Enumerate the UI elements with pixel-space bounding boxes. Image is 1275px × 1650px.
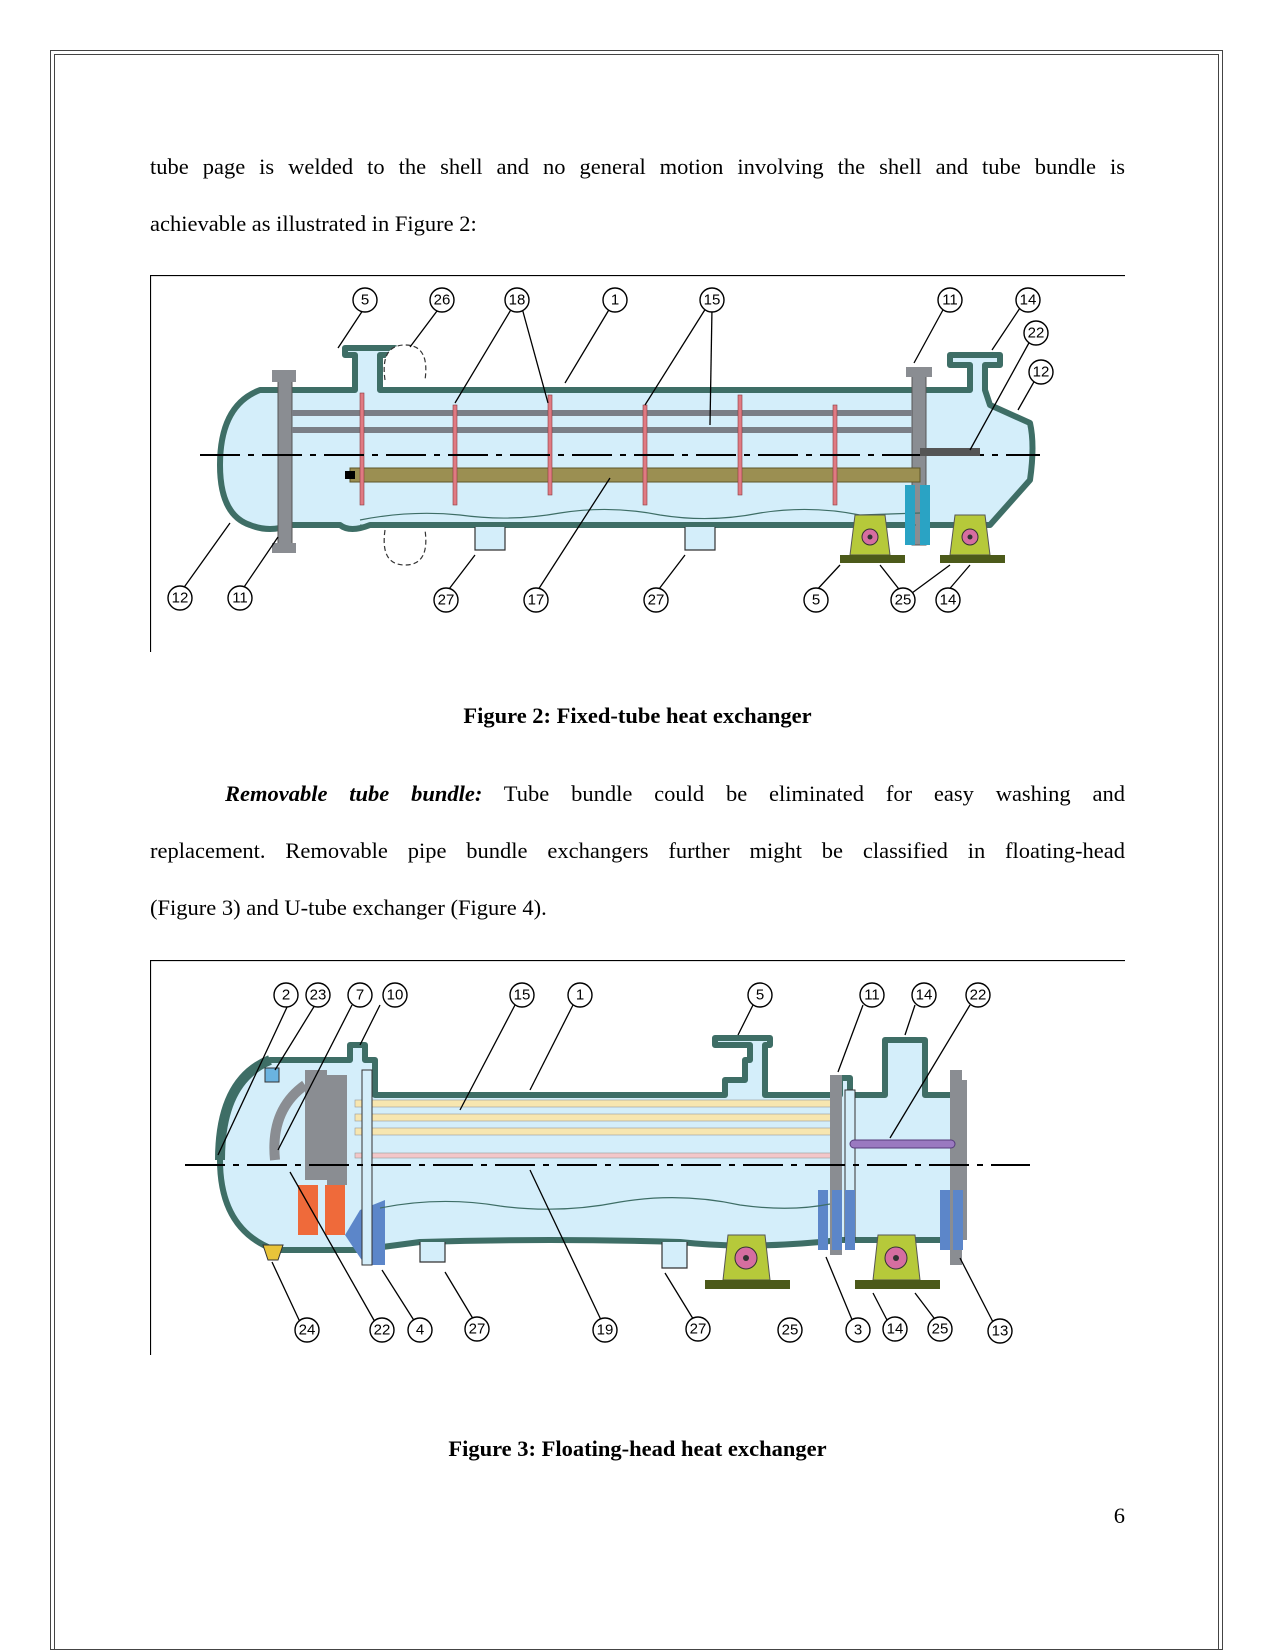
svg-text:13: 13: [992, 1323, 1009, 1340]
svg-text:7: 7: [356, 987, 364, 1004]
paragraph-fixed-tube: tube page is welded to the shell and no …: [150, 138, 1125, 252]
callout-13-bottom: 13: [987, 1318, 1013, 1344]
svg-text:25: 25: [932, 1321, 949, 1338]
callout-17-bottom: 17: [523, 587, 549, 613]
callout-4-bottom: 4: [407, 1317, 433, 1343]
callout-1: 1: [567, 982, 593, 1008]
svg-text:25: 25: [782, 1322, 799, 1339]
callout-18: 18: [504, 287, 530, 313]
callout-19-bottom: 19: [592, 1317, 618, 1343]
svg-text:14: 14: [887, 1321, 904, 1338]
callout-5: 5: [352, 287, 378, 313]
svg-text:17: 17: [528, 592, 545, 609]
svg-text:10: 10: [387, 987, 404, 1004]
svg-text:3: 3: [854, 1322, 862, 1339]
paragraph-line-text: Tube bundle could be eliminated for easy…: [482, 781, 1125, 806]
svg-text:12: 12: [1033, 364, 1050, 381]
paragraph-removable-tube-bundle: Removable tube bundle: Tube bundle could…: [150, 765, 1125, 936]
callout-11-bottom: 11: [227, 585, 253, 611]
svg-text:15: 15: [704, 292, 721, 309]
svg-text:11: 11: [232, 590, 248, 607]
svg-text:27: 27: [438, 592, 455, 609]
callout-10: 10: [382, 982, 408, 1008]
callout-5-bottom: 5: [803, 587, 829, 613]
paragraph-line: achievable as illustrated in Figure 2:: [150, 211, 477, 236]
callout-11: 11: [859, 982, 885, 1008]
callout-7: 7: [347, 982, 373, 1008]
callout-26: 26: [429, 287, 455, 313]
svg-text:12: 12: [172, 590, 189, 607]
svg-text:22: 22: [374, 1322, 391, 1339]
callout-24-bottom: 24: [294, 1317, 320, 1343]
paragraph-line: replacement. Removable pipe bundle excha…: [150, 838, 1125, 863]
svg-text:4: 4: [416, 1322, 424, 1339]
svg-text:26: 26: [434, 292, 451, 309]
svg-text:5: 5: [812, 592, 820, 609]
callout-22-bottom: 22: [369, 1317, 395, 1343]
paragraph-line: Removable tube bundle: Tube bundle could…: [150, 765, 1125, 822]
callout-14-bottom: 14: [882, 1316, 908, 1342]
callout-14: 14: [911, 982, 937, 1008]
callout-27-bottom: 27: [643, 587, 669, 613]
callout-27-bottom: 27: [685, 1316, 711, 1342]
svg-text:25: 25: [895, 592, 912, 609]
callout-14: 14: [1015, 287, 1041, 313]
svg-text:15: 15: [514, 987, 531, 1004]
callout-5: 5: [747, 982, 773, 1008]
callout-2: 2: [273, 982, 299, 1008]
svg-text:14: 14: [940, 592, 957, 609]
svg-text:1: 1: [576, 987, 584, 1004]
svg-text:22: 22: [970, 987, 987, 1004]
svg-text:27: 27: [648, 592, 665, 609]
svg-text:2: 2: [282, 987, 290, 1004]
svg-text:11: 11: [864, 987, 880, 1004]
callout-14-bottom: 14: [935, 587, 961, 613]
removable-tube-bundle-term: Removable tube bundle:: [225, 781, 483, 806]
callout-3-bottom: 3: [845, 1317, 871, 1343]
callout-11: 11: [937, 287, 963, 313]
callout-15: 15: [699, 287, 725, 313]
figure-2-caption: Figure 2: Fixed-tube heat exchanger: [463, 703, 812, 728]
callout-25-bottom: 25: [927, 1316, 953, 1342]
svg-text:1: 1: [611, 292, 619, 309]
svg-text:14: 14: [1020, 292, 1037, 309]
callout-22: 22: [1023, 320, 1049, 346]
callout-22: 22: [965, 982, 991, 1008]
callout-25-bottom: 25: [890, 587, 916, 613]
callout-27-bottom: 27: [464, 1316, 490, 1342]
page-number: 6: [1113, 1503, 1125, 1528]
callout-15: 15: [509, 982, 535, 1008]
paragraph-line: tube page is welded to the shell and no …: [150, 154, 1125, 179]
callout-12-bottom: 12: [167, 585, 193, 611]
figure-3-floating-head-diagram: 2 23 7 10 15 1 5 11 14 22 24 22 4 27 19 …: [150, 960, 1125, 1355]
figure-2-fixed-tube-diagram: 5 26 18 1 15 11 14 22 12 12 11 27 17 27 …: [150, 275, 1125, 652]
svg-text:11: 11: [942, 292, 958, 309]
svg-text:5: 5: [361, 292, 369, 309]
callout-12: 12: [1028, 359, 1054, 385]
svg-text:23: 23: [310, 987, 327, 1004]
callout-25-bottom: 25: [777, 1317, 803, 1343]
svg-text:5: 5: [756, 987, 764, 1004]
paragraph-line: (Figure 3) and U-tube exchanger (Figure …: [150, 895, 547, 920]
svg-text:24: 24: [299, 1322, 316, 1339]
figure-3-caption: Figure 3: Floating-head heat exchanger: [448, 1436, 827, 1461]
callout-23: 23: [305, 982, 331, 1008]
svg-text:22: 22: [1028, 325, 1045, 342]
svg-text:27: 27: [469, 1321, 486, 1338]
callout-27-bottom: 27: [433, 587, 459, 613]
callout-1: 1: [602, 287, 628, 313]
svg-text:27: 27: [690, 1321, 707, 1338]
svg-text:14: 14: [916, 987, 933, 1004]
svg-text:19: 19: [597, 1322, 614, 1339]
svg-text:18: 18: [509, 292, 526, 309]
